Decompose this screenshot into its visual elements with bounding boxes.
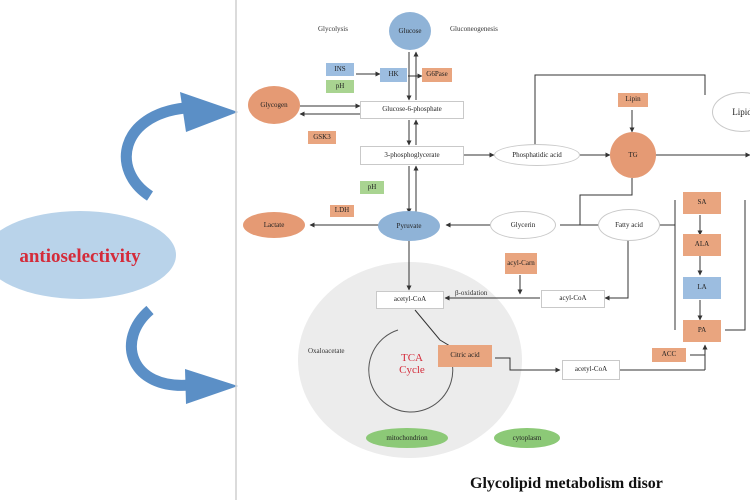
ins-box: INS xyxy=(326,63,354,76)
oxaloacetate-label: Oxaloacetate xyxy=(308,347,345,355)
tg-node: TG xyxy=(610,132,656,178)
ph-box-top: pH xyxy=(326,80,354,93)
tca-cycle-label: TCA Cycle xyxy=(399,352,425,376)
curved-arrow-bottom xyxy=(126,305,238,404)
ldh-box: LDH xyxy=(330,205,354,217)
glycerin-node: Glycerin xyxy=(490,211,556,239)
hk-box: HK xyxy=(380,68,407,82)
la-box: LA xyxy=(683,277,721,299)
lipin-box: Lipin xyxy=(618,93,648,107)
mitochondrion-region xyxy=(298,262,522,458)
svg-text:antioselectivity: antioselectivity xyxy=(19,246,141,267)
glycogen-node: Glycogen xyxy=(248,86,300,124)
glucose-6-phosphate-box: Glucose-6-phosphate xyxy=(360,101,464,119)
gluconeogenesis-label: Gluconeogenesis xyxy=(450,25,498,33)
g6pase-box: G6Pase xyxy=(422,68,452,82)
glucose-node: Glucose xyxy=(389,12,431,50)
curved-arrow-top xyxy=(120,92,238,201)
cytoplasm-badge: cytoplasm xyxy=(494,428,560,448)
sa-box: SA xyxy=(683,192,721,214)
lactate-node: Lactate xyxy=(243,212,305,238)
antioselectivity-oval: antioselectivity xyxy=(0,211,176,299)
tca-cycle-ring xyxy=(368,329,454,413)
acyl-coa-box: acyl-CoA xyxy=(541,290,605,308)
gsk3-box: GSK3 xyxy=(308,131,336,144)
ph-box-mid: pH xyxy=(360,181,384,194)
mitochondrion-badge: mitochondrion xyxy=(366,428,448,448)
acc-box: ACC xyxy=(652,348,686,362)
beta-oxidation-label: β-oxidation xyxy=(455,289,488,297)
acetyl-coa-bottom-box: acetyl-CoA xyxy=(562,360,620,380)
pa-box: PA xyxy=(683,320,721,342)
glycolysis-label: Glycolysis xyxy=(318,25,348,33)
phosphatidic-acid-node: Phosphatidic acid xyxy=(494,144,580,166)
acetyl-coa-top-box: acetyl-CoA xyxy=(376,291,444,309)
citric-acid-box: Citric acid xyxy=(438,345,492,367)
fatty-acid-node: Fatty acid xyxy=(598,209,660,241)
pyruvate-node: Pyruvate xyxy=(378,211,440,241)
3-phosphoglycerate-box: 3-phosphoglycerate xyxy=(360,146,464,165)
figure-title: Glycolipid metabolism disor xyxy=(470,475,663,492)
acyl-carn-box: acyl-Carn xyxy=(505,253,537,274)
ala-box: ALA xyxy=(683,234,721,256)
